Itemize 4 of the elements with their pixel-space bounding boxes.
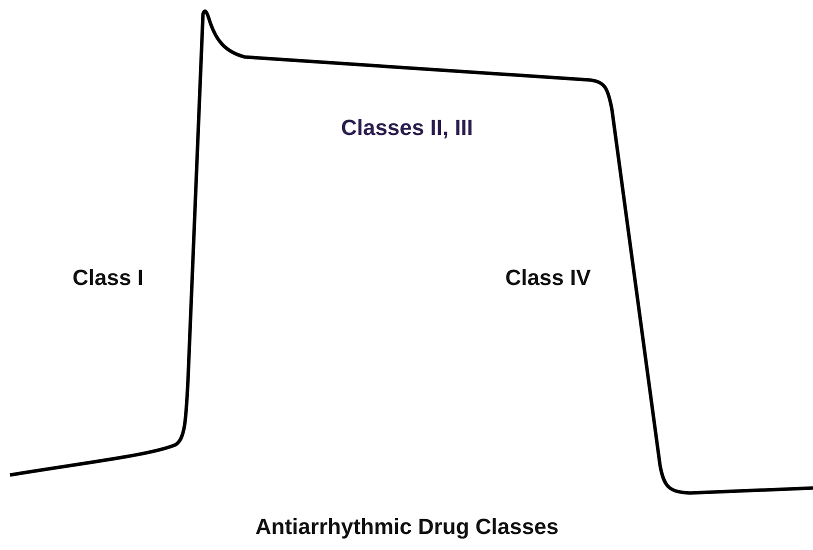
- phase-label: Class I: [72, 265, 144, 291]
- phase-label: Class IV: [505, 265, 591, 291]
- caption: Antiarrhythmic Drug Classes: [255, 514, 559, 540]
- phase-label: Classes II, III: [340, 115, 474, 141]
